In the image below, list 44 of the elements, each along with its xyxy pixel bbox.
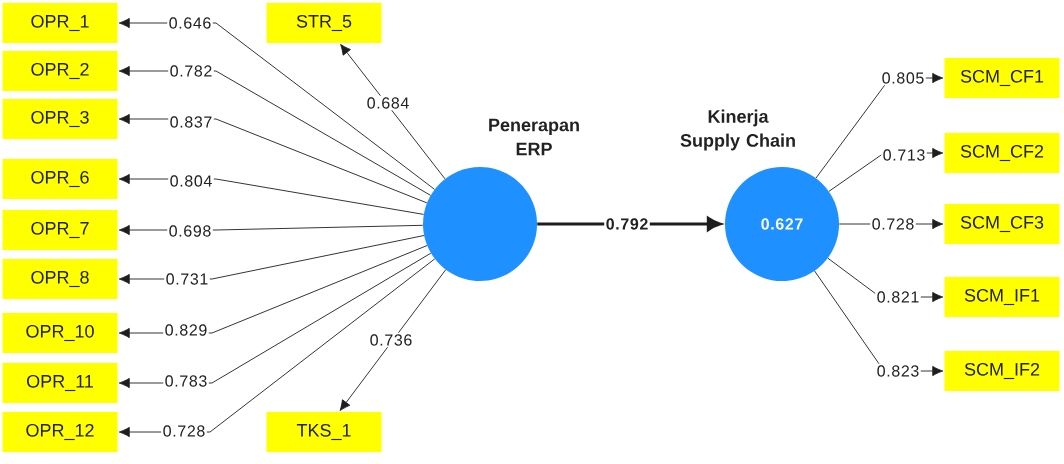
- arrow: [118, 245, 428, 339]
- indicator-box: SCM_CF1: [944, 58, 1060, 98]
- edge-label: 0.829: [163, 322, 209, 338]
- edge-label: 0.783: [163, 373, 209, 389]
- arrow: [118, 65, 431, 196]
- edge-label: 0.713: [881, 147, 927, 163]
- edge-label: 0.823: [875, 363, 921, 379]
- edge-label: 0.805: [880, 70, 926, 86]
- indicator-box: OPR_12: [2, 412, 118, 452]
- indicator-box: OPR_1: [2, 3, 118, 43]
- edge-label: 0.728: [161, 423, 207, 439]
- arrow: [118, 258, 436, 438]
- indicator-box: OPR_8: [2, 259, 118, 299]
- arrow: [340, 43, 446, 180]
- indicator-box: STR_5: [266, 3, 382, 43]
- arrow: [118, 113, 428, 204]
- arrow: [118, 252, 432, 389]
- indicator-box: TKS_1: [266, 412, 382, 452]
- indicator-box: SCM_CF3: [944, 204, 1060, 244]
- indicator-box: OPR_2: [2, 51, 118, 91]
- indicator-box: SCM_IF1: [944, 277, 1060, 317]
- indicator-box: OPR_7: [2, 210, 118, 250]
- indicator-box: OPR_6: [2, 159, 118, 199]
- edge-label: 0.804: [168, 173, 214, 189]
- indicator-box: SCM_IF2: [944, 351, 1060, 391]
- construct-title: Kinerja Supply Chain: [680, 109, 795, 151]
- edge-label: 0.731: [164, 271, 210, 287]
- construct-title: Penerapan ERP: [489, 118, 579, 156]
- edge-label: 0.821: [875, 289, 921, 305]
- edge-label: 0.698: [167, 223, 213, 239]
- arrow: [339, 269, 447, 411]
- arrow: [118, 173, 425, 215]
- edge-label: 0.646: [167, 15, 213, 31]
- arrow: [118, 17, 435, 190]
- edge-label: 0.837: [168, 114, 214, 130]
- indicator-box: OPR_10: [2, 313, 118, 353]
- edge-label: 0.684: [365, 95, 411, 111]
- edge-label: 0.792: [604, 216, 650, 232]
- indicator-box: OPR_11: [2, 363, 118, 403]
- edge-label: 0.736: [368, 332, 414, 348]
- indicator-box: SCM_CF2: [944, 133, 1060, 173]
- indicator-box: OPR_3: [2, 99, 118, 139]
- edge-label: 0.782: [168, 63, 214, 79]
- edge-label: 0.728: [870, 216, 916, 232]
